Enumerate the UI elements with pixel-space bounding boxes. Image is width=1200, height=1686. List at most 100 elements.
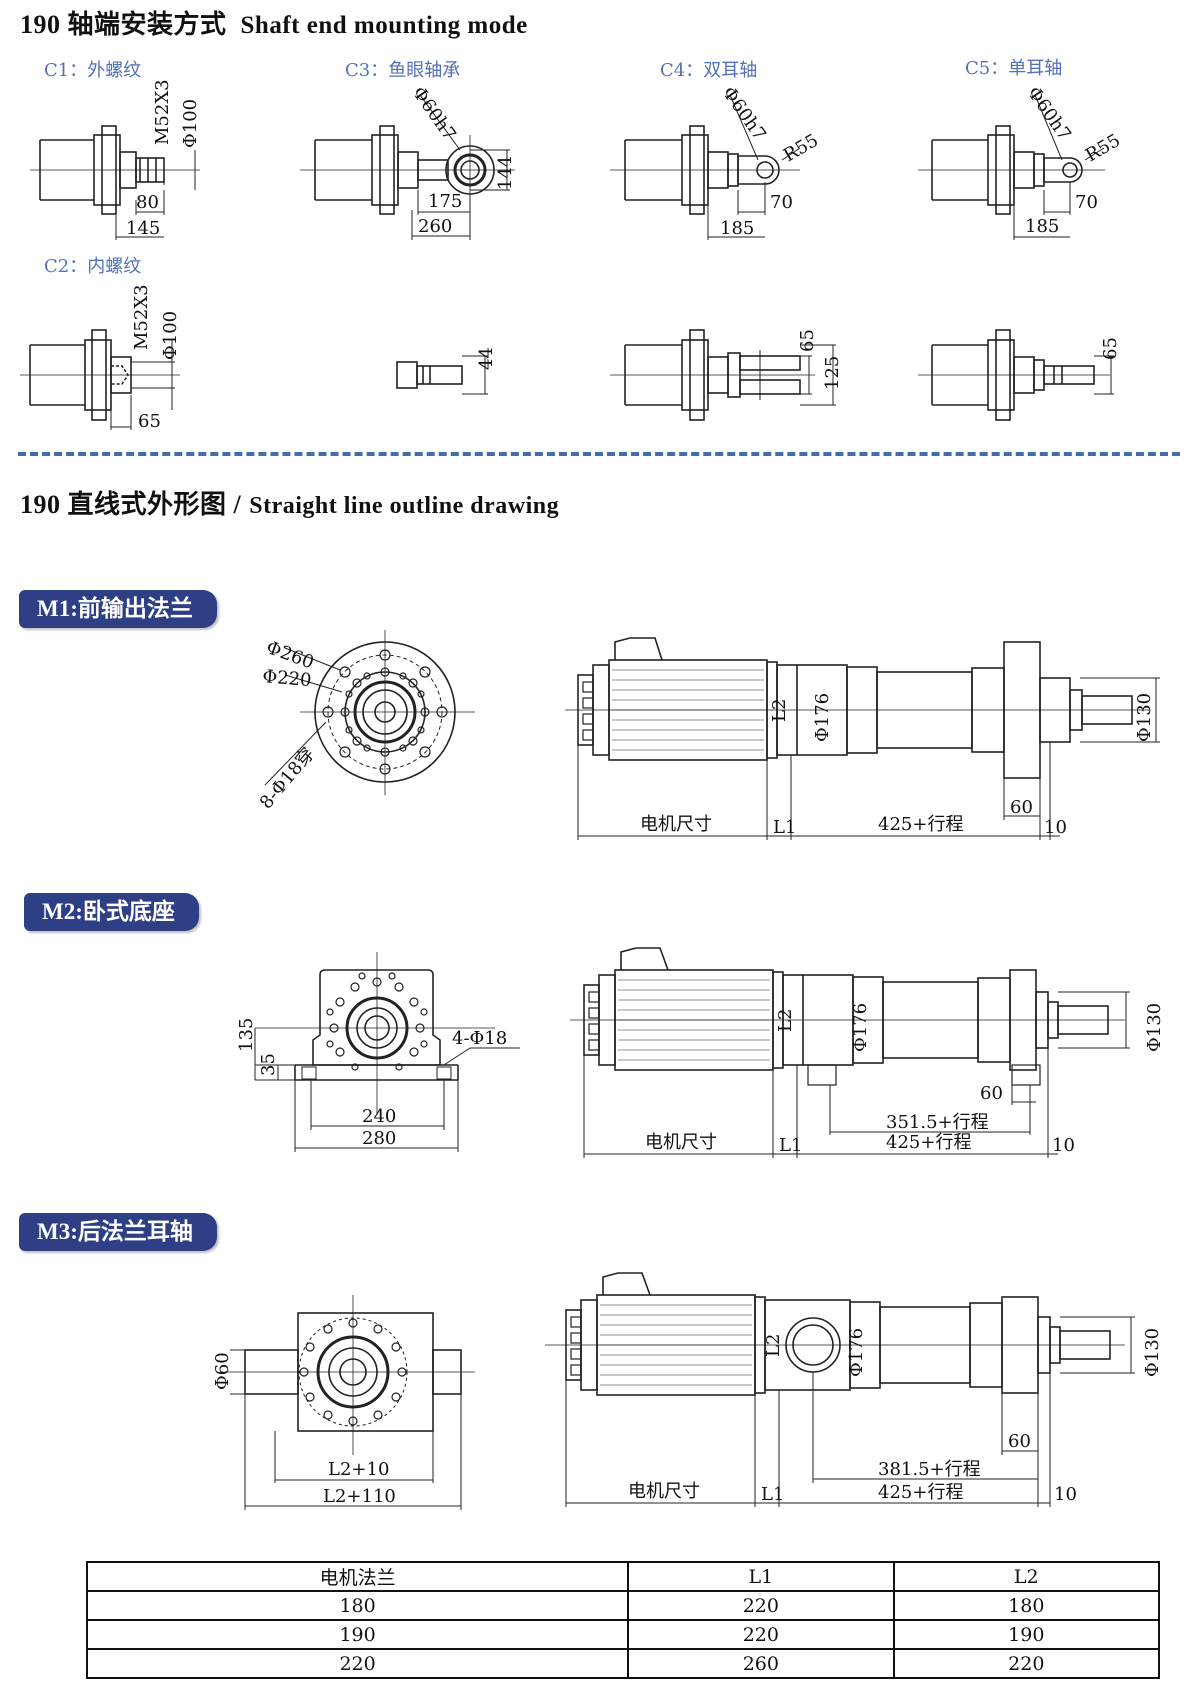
- c1-drawing: [30, 125, 200, 240]
- m2-holes: 4-Φ18: [452, 1028, 507, 1049]
- m1-drawings: Φ260 Φ220 8-Φ18穿 L2 Φ176 Φ130 电机尺寸 L1 42…: [256, 630, 1160, 840]
- table-cell: 190: [892, 1619, 1161, 1650]
- table-row: 190 220 190: [85, 1619, 1161, 1650]
- m2-badge: M2:卧式底座: [24, 893, 199, 931]
- m3-motor-size: 电机尺寸: [628, 1481, 700, 1502]
- table-header-row: 电机法兰 L1 L2: [85, 1561, 1161, 1592]
- c1-dia-dim: Φ100: [180, 99, 201, 148]
- table-cell: 180: [85, 1590, 630, 1621]
- m2-d176: Φ176: [850, 1003, 871, 1052]
- c5-bore-dim: Φ60h7: [1023, 83, 1075, 145]
- c2-dim-65: 65: [138, 411, 161, 432]
- m1-motor-size: 电机尺寸: [640, 814, 712, 835]
- m2-side-view: [570, 947, 1130, 1158]
- m2-drawings: 135 35 4-Φ18 240 280 L2 Φ176 Φ130 电机尺寸 L…: [236, 947, 1165, 1158]
- c1-thread-dim: M52X3: [152, 79, 173, 145]
- table-header: L2: [892, 1561, 1161, 1592]
- m2-l2: L2: [775, 1009, 796, 1032]
- outline-heading: 190 直线式外形图 / Straight line outline drawin…: [20, 484, 559, 521]
- m1-holes: 8-Φ18穿: [256, 744, 319, 814]
- c3b-drawing: [396, 355, 488, 395]
- m2-stroke1: 351.5+行程: [886, 1112, 989, 1133]
- c4-drawing: [610, 94, 801, 240]
- m3-w1: L2+10: [328, 1459, 389, 1480]
- m2-dim-10: 10: [1052, 1135, 1075, 1156]
- c1-dim-80: 80: [136, 192, 159, 213]
- table-cell: 180: [892, 1590, 1161, 1621]
- c1-dim-145: 145: [126, 218, 160, 239]
- c4b-dim-65: 65: [797, 329, 818, 352]
- c2-thread-dim: M52X3: [131, 284, 152, 350]
- c5-radius-dim: R55: [1082, 130, 1124, 166]
- m3-w2: L2+110: [323, 1486, 396, 1507]
- m3-l1: L1: [761, 1484, 784, 1505]
- c5b-drawing: [918, 329, 1114, 421]
- m3-badge: M3:后法兰耳轴: [19, 1213, 217, 1251]
- c4-dim-185: 185: [720, 218, 754, 239]
- table-cell: 220: [627, 1619, 895, 1650]
- c4-radius-dim: R55: [780, 130, 822, 166]
- shaft-end-title-en: Shaft end mounting mode: [240, 12, 528, 39]
- c5-drawing: [918, 94, 1105, 240]
- section-divider: [18, 452, 1180, 456]
- m3-dim-10: 10: [1054, 1484, 1077, 1505]
- c4-bore-dim: Φ60h7: [718, 83, 770, 145]
- table-header: 电机法兰: [85, 1561, 630, 1592]
- c3b-dim-44: 44: [476, 347, 497, 370]
- c5b-dim-65: 65: [1100, 337, 1121, 360]
- c4-dim-70: 70: [770, 192, 793, 213]
- m3-side-view: [545, 1272, 1135, 1507]
- c4b-drawing: [610, 329, 836, 421]
- c3-dim-175: 175: [428, 191, 462, 212]
- m2-dim-60: 60: [980, 1083, 1003, 1104]
- table-cell: 190: [85, 1619, 630, 1650]
- m2-w240: 240: [362, 1106, 396, 1127]
- m3-d60v: Φ60: [212, 1352, 233, 1390]
- c4-label: C4：双耳轴: [660, 60, 757, 81]
- m2-w280: 280: [362, 1128, 396, 1149]
- m1-d220: Φ220: [262, 666, 313, 691]
- m3-d176: Φ176: [846, 1328, 867, 1377]
- m1-l1: L1: [773, 817, 796, 838]
- c5-dim-185: 185: [1025, 216, 1059, 237]
- m3-stroke2: 425+行程: [878, 1482, 963, 1503]
- c4b-dim-125: 125: [822, 356, 843, 390]
- c3-label: C3：鱼眼轴承: [345, 60, 460, 81]
- m1-d176: Φ176: [812, 693, 833, 742]
- m1-badge: M1:前输出法兰: [19, 590, 217, 628]
- c3-dim-260: 260: [418, 216, 452, 237]
- c5-label: C5：单耳轴: [965, 58, 1062, 79]
- m2-h35: 35: [258, 1053, 279, 1076]
- table-cell: 220: [627, 1590, 895, 1621]
- m1-d130: Φ130: [1134, 693, 1155, 742]
- shaft-end-drawings: C1：外螺纹 C3：鱼眼轴承 C4：双耳轴 C5：单耳轴 C2：内螺纹 M52X…: [20, 58, 1124, 432]
- table-cell: 220: [892, 1648, 1161, 1679]
- m1-dim-10: 10: [1044, 817, 1067, 838]
- m1-side-view: [565, 637, 1160, 840]
- m2-h135: 135: [236, 1018, 257, 1052]
- c3-dim-144: 144: [495, 156, 516, 190]
- m3-dim-60: 60: [1008, 1431, 1031, 1452]
- table-row: 180 220 180: [85, 1590, 1161, 1621]
- table-header: L1: [627, 1561, 895, 1592]
- table-row: 220 260 220: [85, 1648, 1161, 1679]
- m1-stroke: 425+行程: [878, 814, 963, 835]
- outline-title-en: Straight line outline drawing: [249, 493, 560, 519]
- c3-drawing: [300, 94, 515, 240]
- m3-stroke1: 381.5+行程: [878, 1459, 981, 1480]
- c2-label: C2：内螺纹: [44, 256, 141, 277]
- c2-drawing: [20, 329, 180, 430]
- table-cell: 220: [85, 1648, 630, 1679]
- outline-title-cn: 190 直线式外形图 /: [20, 490, 242, 519]
- m2-stroke2: 425+行程: [886, 1132, 971, 1153]
- m2-l1: L1: [779, 1135, 802, 1156]
- c3-bore-dim: Φ60h7: [408, 83, 460, 145]
- motor-flange-table: 电机法兰 L1 L2 180 220 180 190 220 190 220 2…: [85, 1561, 1161, 1679]
- m1-l2: L2: [769, 699, 790, 722]
- m2-d130: Φ130: [1144, 1003, 1165, 1052]
- m1-dim-60: 60: [1010, 797, 1033, 818]
- m3-d130: Φ130: [1142, 1328, 1163, 1377]
- c1-label: C1：外螺纹: [44, 60, 141, 81]
- table-cell: 260: [627, 1648, 895, 1679]
